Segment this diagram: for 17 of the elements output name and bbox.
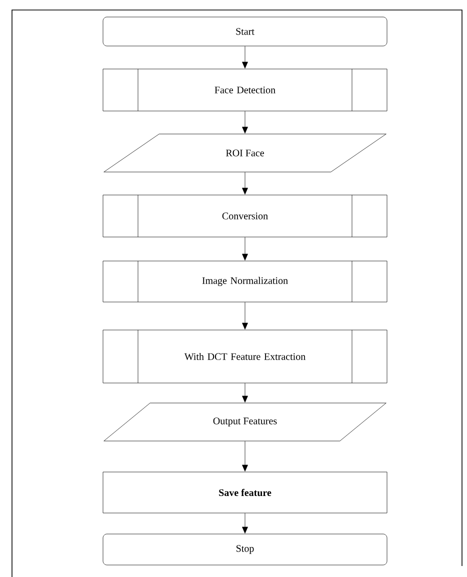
predefined-process-box: Conversion [102, 194, 388, 238]
predefined-process-box: With DCT Feature Extraction [102, 330, 388, 384]
arrow [242, 46, 248, 68]
arrow [242, 383, 248, 402]
predefined-process-box: Face Detection [102, 68, 388, 112]
arrow [242, 302, 248, 330]
arrow [242, 513, 248, 534]
process-box: Save feature [102, 472, 388, 514]
arrow [242, 172, 248, 194]
terminal-box: Start [102, 16, 388, 46]
predefined-process-box: Image Normalization [102, 260, 388, 302]
arrow [242, 441, 248, 472]
data-parallelogram: Output Features [104, 402, 386, 442]
arrow [242, 111, 248, 134]
terminal-box: Stop [102, 534, 388, 566]
arrow [242, 237, 248, 260]
data-parallelogram: ROI Face [104, 134, 386, 172]
